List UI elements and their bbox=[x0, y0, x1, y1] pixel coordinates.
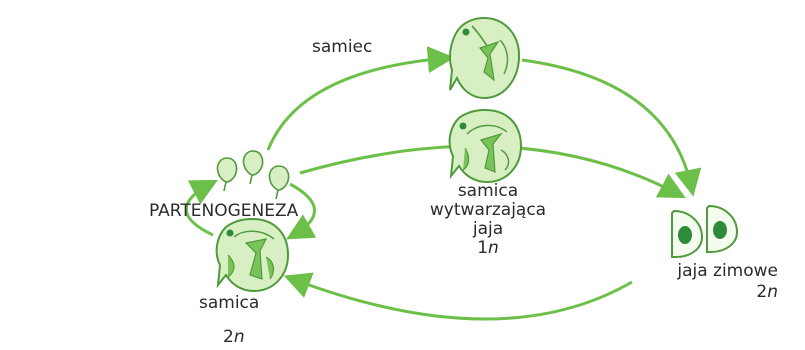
egg-female-line-1: samica bbox=[418, 182, 558, 201]
arrow-young-to-male bbox=[268, 58, 448, 150]
arrow-winter-eggs-to-female bbox=[290, 278, 632, 319]
parthenogenesis-label: PARTENOGENEZA bbox=[149, 202, 298, 221]
male-label: samiec bbox=[312, 38, 372, 57]
egg-producing-female-label: samica wytwarzająca jaja 1n bbox=[418, 182, 558, 258]
winter-eggs-ploidy: 2n bbox=[628, 283, 778, 302]
winter-eggs-label: jaja zimowe bbox=[628, 262, 778, 281]
daphnia-egg-producing-female-icon bbox=[450, 110, 521, 182]
egg-female-ploidy: 1n bbox=[418, 239, 558, 258]
female-ploidy: 2n bbox=[223, 328, 245, 347]
female-label: samica bbox=[199, 294, 259, 313]
egg-female-line-2: wytwarzająca bbox=[418, 201, 558, 220]
arrow-male-to-winter-eggs bbox=[522, 60, 692, 190]
juvenile-daphnia-icon bbox=[217, 151, 288, 199]
winter-egg-icon bbox=[672, 206, 737, 257]
daphnia-female-icon bbox=[217, 219, 288, 291]
daphnia-male-icon bbox=[450, 18, 519, 98]
egg-female-line-3: jaja bbox=[418, 220, 558, 239]
